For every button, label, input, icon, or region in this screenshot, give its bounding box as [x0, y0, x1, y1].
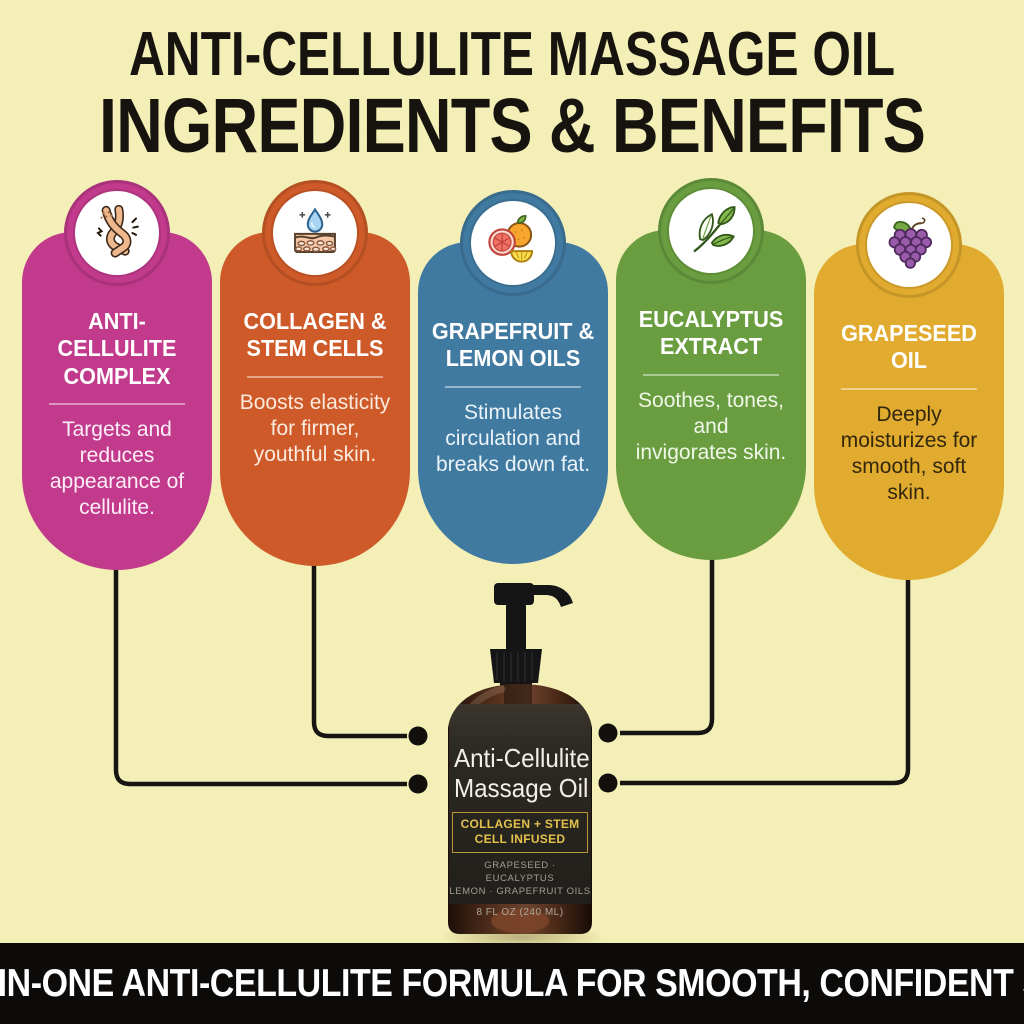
bottle-label — [449, 704, 591, 904]
card-icon-disc — [471, 201, 555, 285]
eucalyptus-leaves-icon — [693, 206, 736, 253]
page-title: ANTI-CELLULITE MASSAGE OIL INGREDIENTS &… — [0, 24, 1024, 165]
card-divider — [444, 385, 582, 388]
card-divider — [642, 373, 780, 376]
card-icon-circle — [262, 180, 368, 286]
card-icon-circle — [460, 190, 566, 296]
card-divider — [48, 402, 186, 405]
card-icon-disc — [273, 191, 357, 275]
page-title-line1: ANTI-CELLULITE MASSAGE OIL — [128, 20, 896, 89]
card-description: Soothes, tones, and invigorates skin. — [635, 388, 787, 464]
legs-icon — [96, 204, 139, 258]
connector-card2 — [311, 564, 407, 739]
card-description: Targets and reduces appearance of cellul… — [49, 417, 185, 519]
bottle-badge: COLLAGEN + STEM CELL INFUSED — [451, 811, 589, 853]
card-icon-circle — [856, 192, 962, 298]
citrus-fruits-icon — [488, 214, 534, 263]
card-icon-disc — [669, 189, 753, 273]
card-icon-disc — [75, 191, 159, 275]
connector-card5 — [620, 578, 911, 786]
footer-tagline: ALL-IN-ONE ANTI-CELLULITE FORMULA FOR SM… — [0, 961, 1024, 1005]
bottle-ingredients: GRAPESEED · EUCALYPTUS LEMON · GRAPEFRUI… — [449, 859, 591, 897]
card-description: Deeply moisturizes for smooth, soft skin… — [840, 402, 978, 504]
connector-card4 — [620, 556, 715, 736]
product-bottle — [430, 578, 610, 946]
connector-dot — [408, 726, 428, 746]
footer-banner: ALL-IN-ONE ANTI-CELLULITE FORMULA FOR SM… — [0, 943, 1024, 1024]
page-title-line2: INGREDIENTS & BENEFITS — [98, 83, 926, 169]
card-description: Boosts elasticity for firmer, youthful s… — [239, 390, 391, 466]
grapes-icon — [888, 217, 933, 269]
card-icon-disc — [867, 203, 951, 287]
card-description: Stimulates circulation and breaks down f… — [435, 400, 591, 476]
skin-layers-icon — [294, 207, 337, 254]
connector-card1 — [113, 566, 407, 787]
card-collagen-stem-cells: COLLAGEN & STEM CELLS Boosts elasticity … — [220, 180, 410, 566]
bottle-graphic — [448, 583, 592, 934]
card-title: GRAPEFRUIT & LEMON OILS — [431, 318, 595, 372]
card-title: COLLAGEN & STEM CELLS — [243, 308, 387, 362]
card-anti-cellulite-complex: ANTI-CELLULITE COMPLEX Targets and reduc… — [22, 180, 212, 570]
connector-dot — [408, 774, 428, 794]
card-icon-circle — [64, 180, 170, 286]
card-grapefruit-lemon-oils: GRAPEFRUIT & LEMON OILS Stimulates circu… — [418, 190, 608, 564]
card-title: GRAPESEED OIL — [841, 320, 977, 374]
card-grapeseed-oil: GRAPESEED OIL Deeply moisturizes for smo… — [814, 192, 1004, 580]
card-eucalyptus-extract: EUCALYPTUS EXTRACT Soothes, tones, and i… — [616, 178, 806, 560]
card-icon-circle — [658, 178, 764, 284]
bottle-title-line2: Massage Oil — [453, 772, 589, 803]
bottle-label-content: Anti-Cellulite Massage Oil COLLAGEN + ST… — [449, 704, 591, 918]
card-title: ANTI-CELLULITE COMPLEX — [57, 308, 177, 389]
bottle-title-line1: Anti-Cellulite — [453, 743, 590, 773]
bottle-title: Anti-Cellulite Massage Oil — [453, 743, 590, 804]
card-divider — [840, 387, 978, 390]
card-divider — [246, 375, 384, 378]
pump-dispenser — [490, 583, 573, 693]
card-title: EUCALYPTUS EXTRACT — [638, 306, 784, 360]
bottle-size: 8 FL OZ (240 ML) — [476, 907, 564, 919]
